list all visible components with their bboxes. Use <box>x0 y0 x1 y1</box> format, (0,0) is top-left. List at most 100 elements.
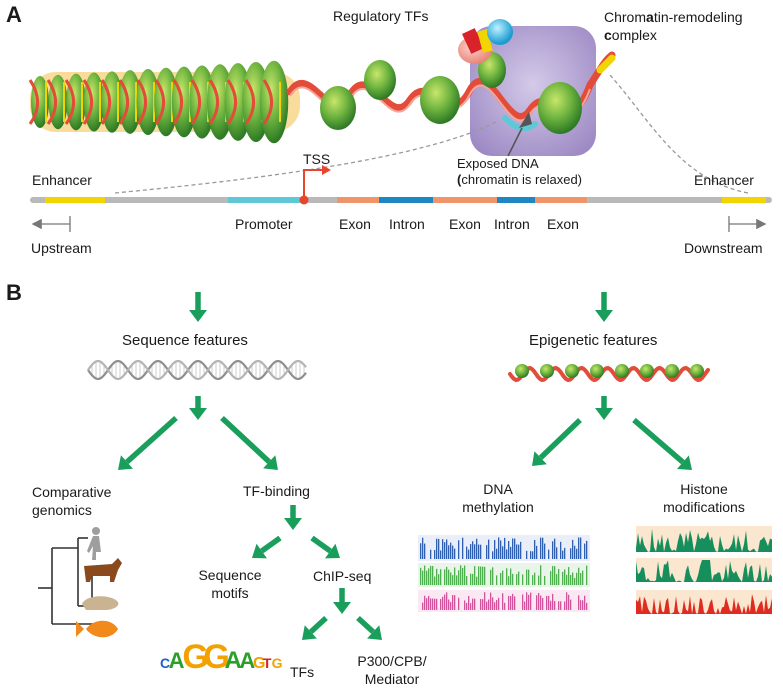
methylation-bar <box>560 541 562 559</box>
methylation-bar <box>510 568 512 585</box>
methylation-bar <box>578 567 580 585</box>
p300-line2: Mediator <box>364 671 420 687</box>
methylation-bar <box>538 593 540 610</box>
methylation-bar <box>506 568 508 585</box>
motif-letter: G <box>203 638 229 676</box>
methylation-bar <box>496 575 498 585</box>
enhancer-left-label: Enhancer <box>32 172 92 188</box>
methylation-bar <box>464 565 466 585</box>
methylation-bar <box>552 566 554 585</box>
dna-methylation-label: DNA methylation <box>432 480 564 516</box>
methylation-bar <box>526 592 528 610</box>
methylation-bar <box>466 546 468 559</box>
methylation-bar <box>528 569 530 585</box>
species-silhouettes <box>76 527 122 638</box>
methylation-bar <box>522 574 524 585</box>
methylation-bar <box>446 539 448 559</box>
methylation-bar <box>440 569 442 585</box>
dna-methylation-line2: methylation <box>462 499 534 515</box>
methylation-bar <box>540 565 542 585</box>
methylation-bar <box>474 544 476 559</box>
methylation-bar <box>526 569 528 585</box>
methylation-bar <box>534 572 536 585</box>
methylation-bar <box>550 571 552 585</box>
intron2-label: Intron <box>494 216 530 232</box>
methylation-bar <box>468 549 470 559</box>
methylation-bar <box>492 551 494 559</box>
methylation-bar <box>444 594 446 610</box>
methylation-bar <box>586 565 588 585</box>
methylation-bar <box>430 565 432 585</box>
methylation-bar <box>472 573 474 585</box>
methylation-bar <box>516 574 518 585</box>
methylation-bar <box>442 596 444 610</box>
chain-nucleosome <box>665 364 679 378</box>
methylation-bar <box>566 592 568 610</box>
methylation-bar <box>584 595 586 610</box>
exon2-segment <box>433 197 497 203</box>
motif-letter: G <box>253 655 265 672</box>
human-head-icon <box>92 527 100 535</box>
methylation-bar <box>478 544 480 559</box>
methylation-bar <box>502 546 504 559</box>
methylation-bar <box>466 576 468 585</box>
methylation-bar <box>422 602 424 610</box>
methylation-bar <box>554 538 556 559</box>
methylation-bar <box>454 548 456 559</box>
exposed-line1: Exposed DNA <box>457 156 539 171</box>
exposed-line2a: ( <box>457 172 462 187</box>
methylation-bar <box>486 545 488 559</box>
remodeling-line1c: tin-remodeling <box>653 9 743 25</box>
methylation-bar <box>520 541 522 559</box>
methylation-bar <box>454 595 456 610</box>
methylation-bar <box>518 571 520 585</box>
methylation-bar <box>428 595 430 610</box>
green-arrow-head <box>325 543 340 559</box>
chain-nucleosome <box>640 364 654 378</box>
mouse-icon <box>82 596 119 610</box>
methylation-bar <box>502 593 504 610</box>
exon2-label: Exon <box>449 216 481 232</box>
methylation-bar <box>450 572 452 585</box>
methylation-bar <box>498 537 500 559</box>
methylation-bar <box>522 594 524 610</box>
downstream-arrow <box>728 216 767 232</box>
green-arrow-shaft <box>632 417 685 465</box>
methylation-bar <box>420 543 422 559</box>
methylation-bar <box>424 543 426 559</box>
methylation-bar <box>570 599 572 610</box>
methylation-bar <box>432 566 434 585</box>
methylation-bar <box>438 574 440 585</box>
phylogenetic-tree-icon <box>38 537 112 625</box>
panel-a-letter: A <box>6 2 22 27</box>
condensed-dna-wrap <box>190 79 201 125</box>
green-arrow-head <box>677 455 692 470</box>
human-body-icon <box>87 536 101 560</box>
methylation-bar <box>578 537 580 559</box>
methylation-bar <box>504 537 506 559</box>
green-arrow-head <box>263 455 278 470</box>
methylation-bar <box>436 538 438 559</box>
chain-nucleosome <box>515 364 529 378</box>
methylation-bar <box>458 597 460 610</box>
green-arrow-shaft <box>538 418 582 460</box>
methylation-bar <box>458 540 460 559</box>
epigenetic-features-label: Epigenetic features <box>529 332 658 349</box>
condensed-chromatin <box>28 60 300 144</box>
methylation-bar <box>492 597 494 610</box>
methylation-bar <box>424 595 426 610</box>
open-chromatin <box>286 51 616 134</box>
methylation-bar <box>514 596 516 610</box>
remodeling-line2a: c <box>604 27 612 43</box>
methylation-bar <box>440 599 442 610</box>
methylation-bar <box>454 567 456 585</box>
methylation-bar <box>444 569 446 585</box>
histone-line1: Histone <box>680 481 728 497</box>
methylation-bar <box>540 595 542 610</box>
methylation-bar <box>448 545 450 559</box>
methylation-bar <box>570 575 572 585</box>
green-arrow-shaft <box>125 415 178 465</box>
cow-icon <box>84 558 122 582</box>
methylation-bar <box>514 538 516 559</box>
methylation-bar <box>484 592 486 610</box>
